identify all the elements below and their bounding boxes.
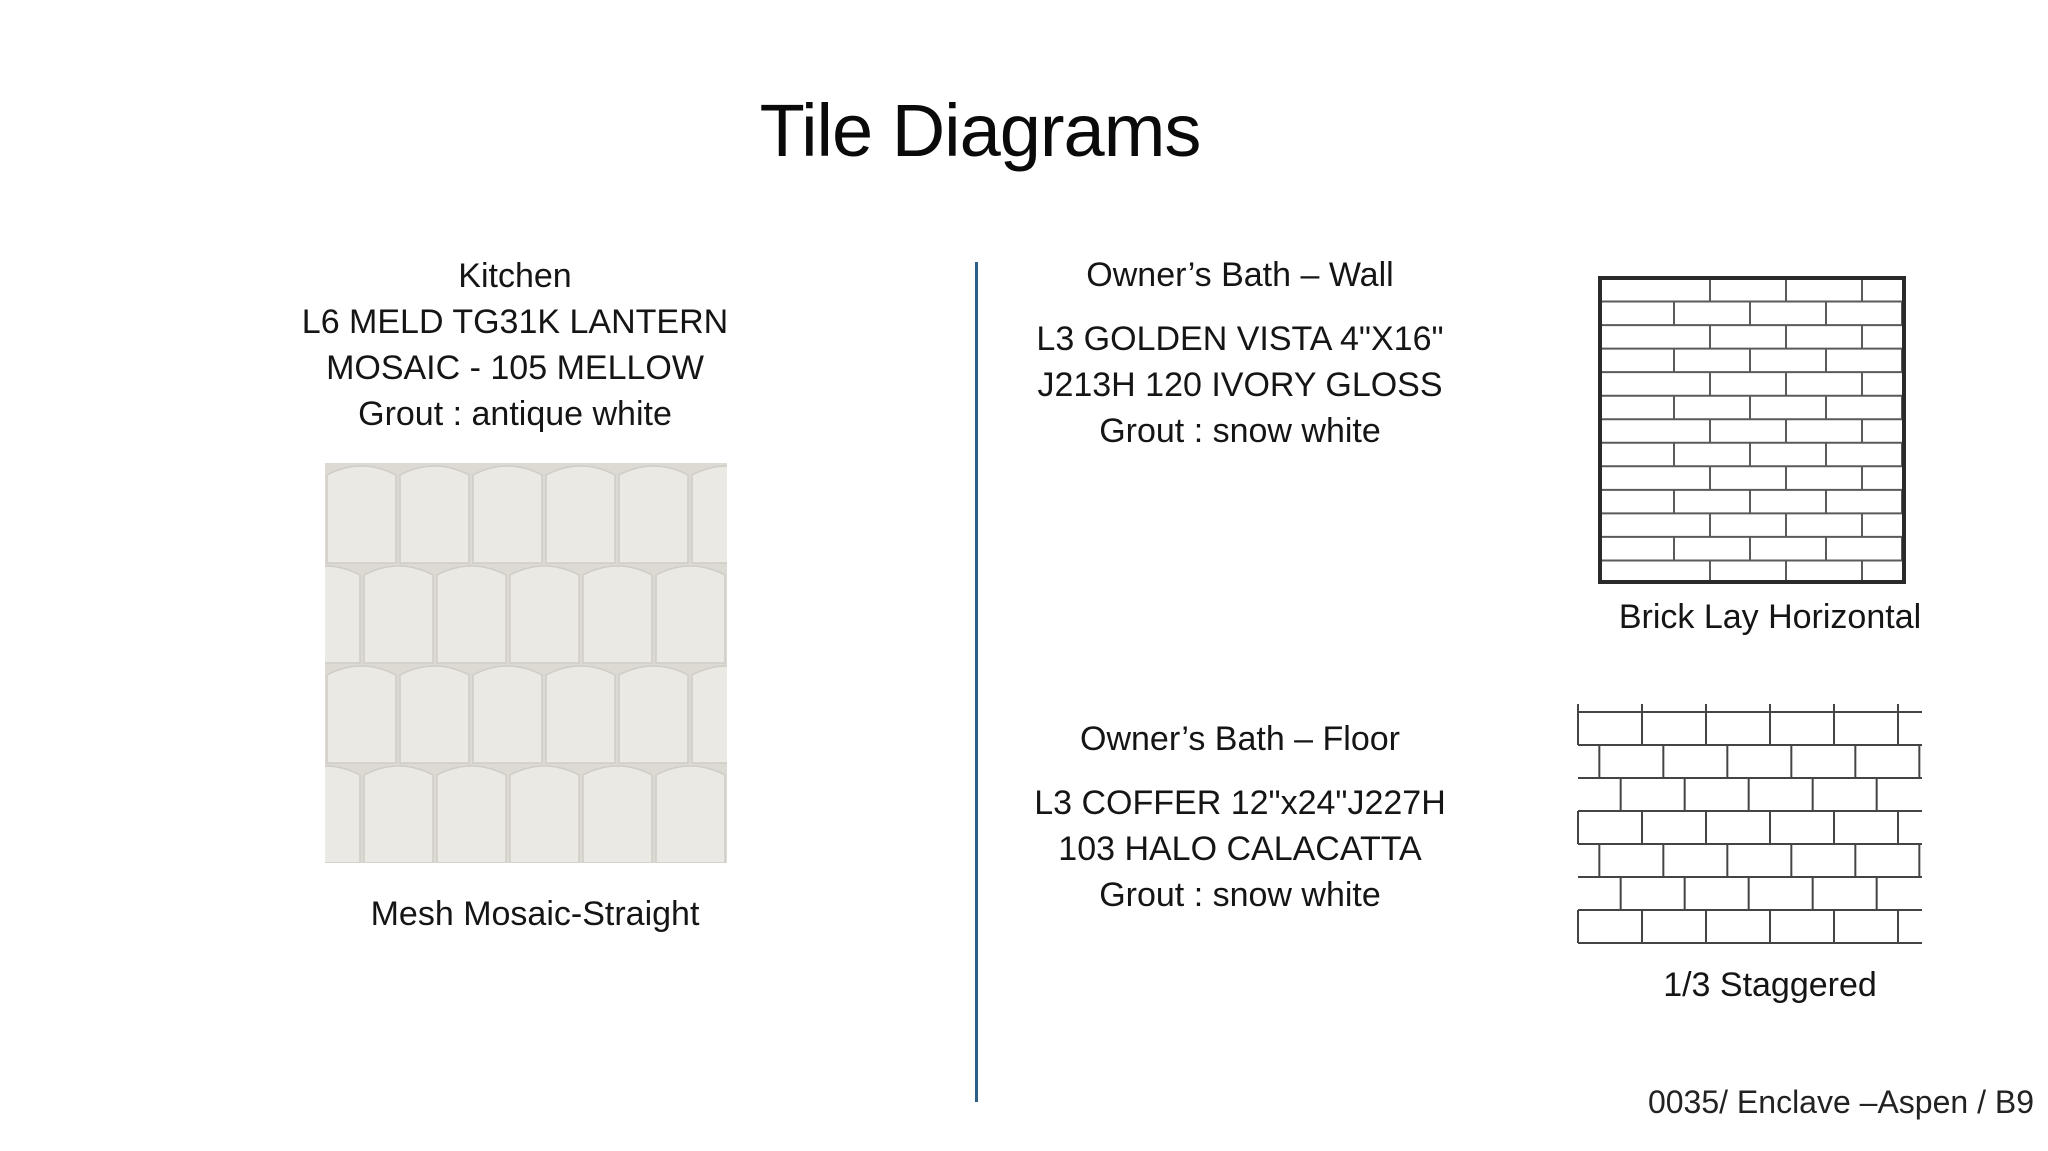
bath-floor-pattern-caption: 1/3 Staggered: [1663, 966, 1877, 1004]
kitchen-spec: Kitchen L6 MELD TG31K LANTERN MOSAIC - 1…: [290, 253, 740, 437]
brick-lay-horizontal-diagram: [1598, 276, 1906, 584]
bath-floor-product-line-1: L3 COFFER 12"x24"J227H: [1034, 784, 1446, 822]
lantern-mosaic-tile-image: [325, 463, 727, 863]
bath-floor-grout: Grout : snow white: [1099, 876, 1381, 914]
bath-wall-product-line-1: L3 GOLDEN VISTA 4"X16": [1036, 320, 1444, 358]
bath-floor-product-line-2: 103 HALO CALACATTA: [1058, 830, 1422, 868]
kitchen-grout: Grout : antique white: [358, 395, 672, 433]
project-footer: 0035/ Enclave –Aspen / B9: [1647, 1084, 2034, 1120]
kitchen-product-line-2: MOSAIC - 105 MELLOW: [326, 349, 704, 387]
bath-wall-product-line-2: J213H 120 IVORY GLOSS: [1037, 366, 1443, 404]
bath-floor-spec: Owner’s Bath – Floor L3 COFFER 12"x24"J2…: [1010, 716, 1470, 918]
column-divider: [975, 262, 978, 1102]
page-title: Tile Diagrams: [759, 89, 1202, 172]
bath-wall-grout: Grout : snow white: [1099, 412, 1381, 450]
kitchen-pattern-caption: Mesh Mosaic-Straight: [370, 895, 700, 933]
kitchen-product-line-1: L6 MELD TG31K LANTERN: [301, 303, 729, 341]
bath-floor-heading: Owner’s Bath – Floor: [1080, 720, 1400, 758]
kitchen-heading: Kitchen: [458, 257, 572, 295]
bath-wall-pattern-caption: Brick Lay Horizontal: [1618, 598, 1922, 636]
bath-wall-heading: Owner’s Bath – Wall: [1086, 256, 1394, 294]
bath-wall-spec: Owner’s Bath – Wall L3 GOLDEN VISTA 4"X1…: [1010, 252, 1470, 454]
one-third-staggered-diagram: [1577, 704, 1922, 944]
